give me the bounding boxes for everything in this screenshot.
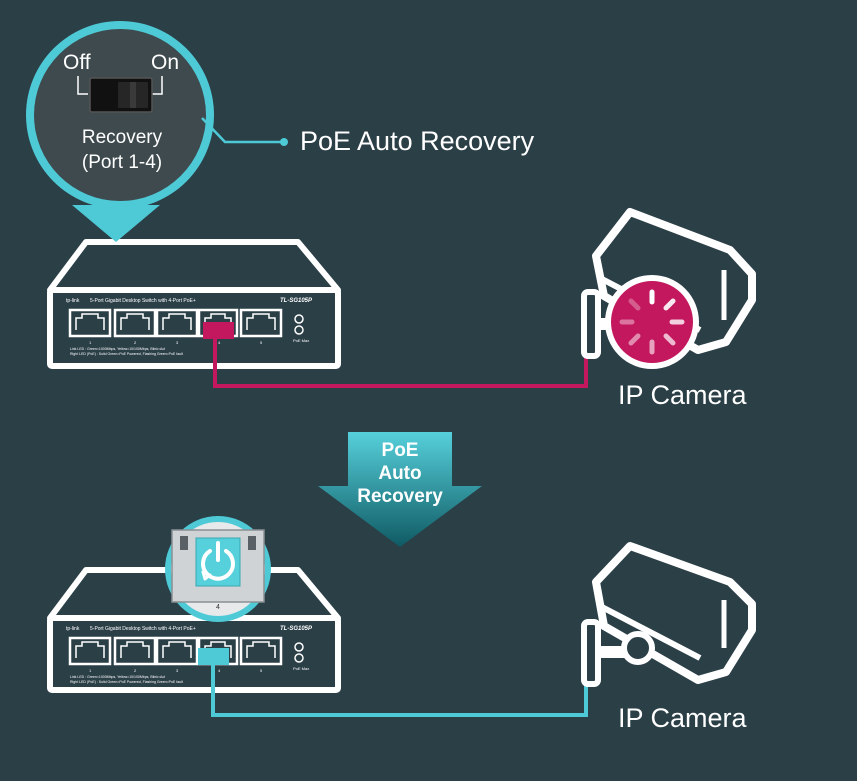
port-1-notch bbox=[75, 313, 105, 330]
led-legend-line1: Link LED : Green=1000Mbps, Yellow=10/100… bbox=[70, 675, 165, 679]
led-icon bbox=[294, 653, 304, 663]
camera-top-label: IP Camera bbox=[618, 380, 748, 410]
port-2-notch bbox=[120, 313, 150, 330]
port-number-5: 5 bbox=[260, 668, 263, 673]
poe-max-label: PoE Max bbox=[293, 338, 309, 343]
port-1 bbox=[68, 308, 112, 338]
switch-description: 5-Port Gigabit Desktop Switch with 4-Por… bbox=[90, 626, 196, 632]
badge-port-label: 4 bbox=[216, 604, 220, 611]
recovery-ports-label: (Port 1-4) bbox=[82, 152, 162, 173]
camera-bottom-joint bbox=[621, 631, 655, 665]
led-icon bbox=[294, 642, 304, 652]
power-restart-icon bbox=[201, 541, 235, 581]
arrow-text-line2: Auto bbox=[378, 463, 421, 484]
led-legend-line2: Right LED (PoE) : Solid Green=PoE Powere… bbox=[70, 352, 183, 356]
cable-recovered bbox=[211, 664, 588, 717]
toggle-on-label: On bbox=[151, 51, 179, 74]
port-number-2: 2 bbox=[134, 340, 137, 345]
port-number-4: 4 bbox=[218, 668, 221, 673]
camera-top: IP Camera bbox=[581, 208, 756, 410]
port-number-1: 1 bbox=[89, 340, 92, 345]
arrow-text-line3: Recovery bbox=[357, 486, 443, 507]
port-3 bbox=[155, 308, 199, 338]
port-number-5: 5 bbox=[260, 340, 263, 345]
port-number-3: 3 bbox=[176, 340, 179, 345]
port-3-notch bbox=[162, 641, 192, 658]
port-4-notch bbox=[204, 313, 232, 330]
port-4-fault-highlight bbox=[203, 322, 234, 339]
camera-bottom: IP Camera bbox=[581, 542, 756, 733]
camera-bottom-mount bbox=[581, 619, 601, 687]
camera-bottom-label: IP Camera bbox=[618, 703, 748, 733]
port-number-2: 2 bbox=[134, 668, 137, 673]
led-legend-line1: Link LED : Green=1000Mbps, Yellow=10/100… bbox=[70, 347, 165, 351]
recovery-switch-zoom: Off On Recovery (Port 1-4) bbox=[26, 21, 214, 242]
port-3-notch bbox=[162, 313, 192, 330]
port-number-4: 4 bbox=[218, 340, 221, 345]
port-3 bbox=[155, 636, 199, 666]
led-legend-line2: Right LED (PoE) : Solid Green=PoE Powere… bbox=[70, 680, 183, 684]
port-5-notch bbox=[246, 313, 276, 330]
arrow-text-line1: PoE bbox=[382, 440, 419, 461]
switch-brand: tp-link bbox=[66, 626, 80, 632]
callout-dot bbox=[280, 138, 288, 146]
led-icon bbox=[294, 314, 304, 324]
port-4-recovered-highlight bbox=[198, 648, 229, 665]
port-2 bbox=[113, 636, 157, 666]
switch-model: TL-SG105P bbox=[280, 626, 313, 632]
callout-line bbox=[201, 117, 283, 144]
port-2-notch bbox=[120, 641, 150, 658]
led-icon bbox=[294, 325, 304, 335]
port-5 bbox=[239, 636, 283, 666]
switch-model: TL-SG105P bbox=[280, 298, 313, 304]
port-5 bbox=[239, 308, 283, 338]
port-1 bbox=[68, 636, 112, 666]
callout-label: PoE Auto Recovery bbox=[300, 126, 535, 156]
port-number-3: 3 bbox=[176, 668, 179, 673]
port-4-notch bbox=[204, 641, 232, 658]
switch-brand: tp-link bbox=[66, 298, 80, 304]
poe-max-label: PoE Max bbox=[293, 666, 309, 671]
recovery-label: Recovery bbox=[82, 127, 163, 148]
port-1-notch bbox=[75, 641, 105, 658]
top-switch: tp-link 5-Port Gigabit Desktop Switch wi… bbox=[47, 239, 341, 369]
port-number-1: 1 bbox=[89, 668, 92, 673]
poe-auto-recovery-arrow: PoE Auto Recovery bbox=[318, 432, 482, 547]
switch-description: 5-Port Gigabit Desktop Switch with 4-Por… bbox=[90, 298, 196, 304]
loading-spinner-icon bbox=[619, 289, 685, 355]
camera-top-mount bbox=[581, 289, 601, 359]
port-5-notch bbox=[246, 641, 276, 658]
toggle-off-label: Off bbox=[63, 51, 91, 74]
recovery-badge: 4 bbox=[165, 516, 271, 622]
port-2 bbox=[113, 308, 157, 338]
cable-faulty bbox=[213, 339, 588, 388]
